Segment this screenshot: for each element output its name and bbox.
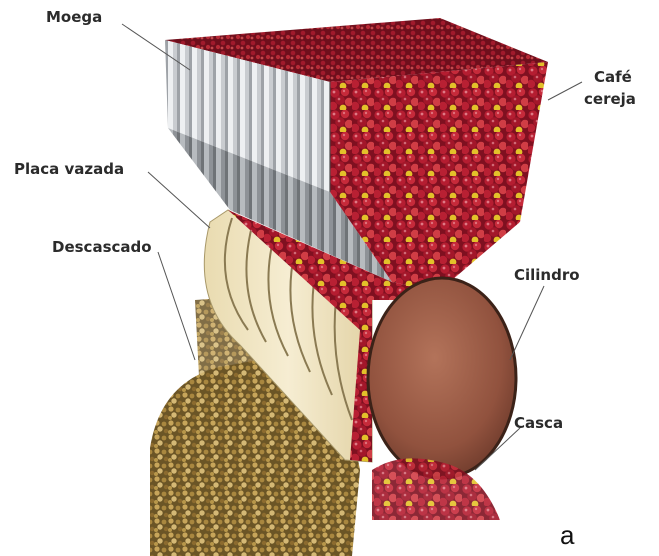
label-placa-vazada: Placa vazada <box>14 160 124 179</box>
label-cilindro: Cilindro <box>514 266 580 285</box>
label-cafe-line1: Café <box>594 68 632 87</box>
leader-cafe <box>548 82 582 100</box>
label-moega: Moega <box>46 8 102 27</box>
panel-letter: a <box>560 520 574 551</box>
husk-pile <box>372 458 500 520</box>
label-descascado: Descascado <box>52 238 152 257</box>
leader-placa <box>148 172 210 228</box>
leader-descascado <box>158 252 195 360</box>
cylinder-end-disc <box>368 278 516 478</box>
label-casca: Casca <box>514 414 563 433</box>
leader-cilindro <box>510 286 544 360</box>
label-cafe-line2: cereja <box>584 90 636 109</box>
